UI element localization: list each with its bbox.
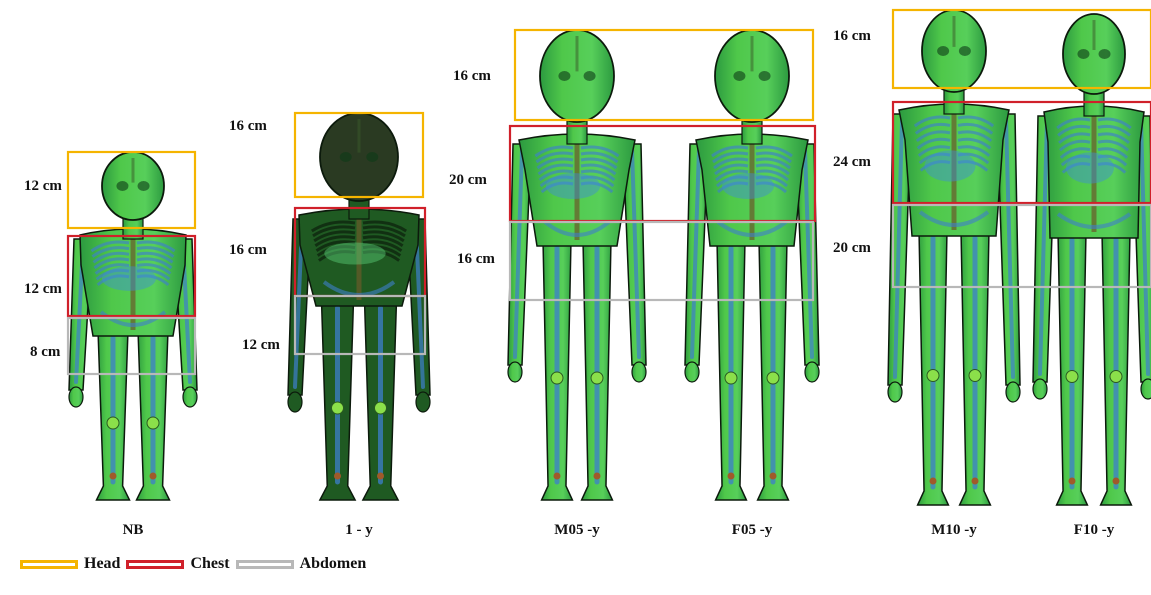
hand — [1033, 379, 1047, 399]
knee-joint — [375, 402, 387, 414]
knee-joint — [927, 370, 939, 382]
legend-swatch-abdomen — [236, 560, 294, 569]
organ — [102, 266, 156, 291]
legend-label-head: Head — [84, 555, 120, 573]
legend-swatch-head — [20, 560, 78, 569]
1y-name: 1 - y — [345, 522, 373, 539]
m05-head-label: 16 cm — [453, 68, 491, 85]
knee-joint — [1110, 371, 1122, 383]
eye-socket — [116, 181, 128, 191]
ankle-marker — [728, 473, 735, 480]
knee-joint — [551, 372, 563, 384]
phantom-m10 — [888, 10, 1020, 505]
eye-socket — [1099, 49, 1111, 59]
ankle-marker — [930, 478, 937, 485]
1y-chest-label: 16 cm — [229, 242, 267, 259]
hand — [1141, 379, 1151, 399]
nb-name: NB — [123, 522, 144, 539]
eye-socket — [959, 46, 971, 56]
legend-item-abdomen: Abdomen — [236, 555, 367, 573]
nb-chest-label: 12 cm — [24, 281, 62, 298]
eye-socket — [1077, 49, 1089, 59]
m10-name: M10 -y — [931, 522, 976, 539]
hand — [183, 387, 197, 407]
ankle-marker — [770, 473, 777, 480]
eye-socket — [759, 71, 771, 81]
organ — [546, 173, 600, 199]
phantom-1y — [288, 113, 430, 500]
legend-item-chest: Chest — [126, 555, 229, 573]
hand — [288, 392, 302, 412]
ankle-marker — [554, 473, 561, 480]
eye-socket — [340, 152, 352, 162]
eye-socket — [366, 152, 378, 162]
m10-head-label: 16 cm — [833, 28, 871, 45]
legend-item-head: Head — [20, 555, 120, 573]
m05-chest-label: 20 cm — [449, 172, 487, 189]
hand — [69, 387, 83, 407]
nb-abdomen-label: 8 cm — [30, 344, 60, 361]
legend-label-chest: Chest — [190, 555, 229, 573]
organ — [925, 150, 976, 181]
m10-chest-label: 24 cm — [833, 154, 871, 171]
hand — [632, 362, 646, 382]
f05-name: F05 -y — [732, 522, 772, 539]
knee-joint — [591, 372, 603, 384]
1y-abdomen-label: 12 cm — [242, 337, 280, 354]
knee-joint — [1066, 371, 1078, 383]
organ — [1066, 152, 1114, 183]
ankle-marker — [334, 473, 341, 480]
ankle-marker — [110, 473, 117, 480]
knee-joint — [107, 417, 119, 429]
f10-name: F10 -y — [1074, 522, 1114, 539]
knee-joint — [969, 370, 981, 382]
ankle-marker — [972, 478, 979, 485]
phantom-nb — [69, 152, 197, 500]
ankle-marker — [594, 473, 601, 480]
legend: Head Chest Abdomen — [20, 554, 372, 574]
ankle-marker — [1069, 478, 1076, 485]
phantom-f05 — [685, 30, 819, 500]
eye-socket — [937, 46, 949, 56]
hand — [416, 392, 430, 412]
eye-socket — [733, 71, 745, 81]
1y-head-label: 16 cm — [229, 118, 267, 135]
ankle-marker — [150, 473, 157, 480]
ankle-marker — [1113, 478, 1120, 485]
hand — [1006, 382, 1020, 402]
organ — [324, 242, 385, 264]
hand — [805, 362, 819, 382]
eye-socket — [558, 71, 570, 81]
knee-joint — [725, 372, 737, 384]
organ — [722, 173, 774, 199]
hand — [888, 382, 902, 402]
legend-label-abdomen: Abdomen — [300, 555, 367, 573]
eye-socket — [584, 71, 596, 81]
ankle-marker — [377, 473, 384, 480]
knee-joint — [147, 417, 159, 429]
hand — [508, 362, 522, 382]
hand — [685, 362, 699, 382]
m05-abdomen-label: 16 cm — [457, 251, 495, 268]
m10-abdomen-label: 20 cm — [833, 240, 871, 257]
knee-joint — [767, 372, 779, 384]
m05-name: M05 -y — [554, 522, 599, 539]
eye-socket — [138, 181, 150, 191]
knee-joint — [332, 402, 344, 414]
legend-swatch-chest — [126, 560, 184, 569]
nb-head-label: 12 cm — [24, 178, 62, 195]
phantom-m05 — [508, 30, 646, 500]
